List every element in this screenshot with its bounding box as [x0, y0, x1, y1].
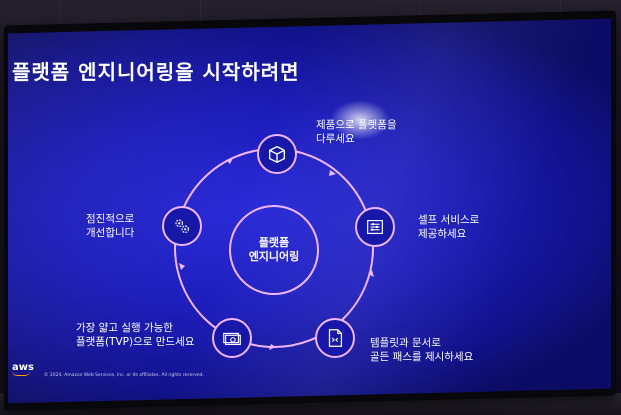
- step-node-sliders: [355, 207, 395, 247]
- center-circle: 플랫폼 엔지니어링: [229, 205, 319, 295]
- ring-arrow: [179, 263, 185, 270]
- step-label-4: 가장 얇고 실행 가능한 플랫폼(TVP)으로 만드세요: [76, 322, 195, 348]
- ring-arrow: [226, 158, 233, 164]
- slide-title: 플랫폼 엔지니어링을 시작하려면: [12, 60, 300, 84]
- step-node-package: [257, 134, 297, 174]
- document-icon: [328, 329, 343, 347]
- package-icon: [268, 145, 286, 164]
- gears-icon: [175, 219, 190, 234]
- ring-arrow: [368, 270, 374, 277]
- center-label-line2: 엔지니어링: [248, 250, 300, 263]
- aws-smile-icon: [12, 371, 30, 376]
- sliders-icon: [367, 219, 383, 235]
- step-node-gears: [162, 206, 202, 246]
- ring-arrow: [269, 344, 276, 350]
- step-label-5: 점진적으로 개선합니다: [86, 213, 135, 239]
- step-label-3: 템플릿과 문서로 골든 패스를 제시하세요: [370, 337, 474, 363]
- step-node-document: [315, 318, 355, 358]
- screen-glare: [330, 100, 390, 140]
- ring-arrow: [329, 170, 336, 176]
- step-node-money: [212, 318, 252, 358]
- center-label-line1: 플랫폼: [258, 236, 290, 249]
- step-label-2: 셀프 서비스로 제공하세요: [418, 214, 480, 240]
- copyright-text: © 2024, Amazon Web Services, Inc. or its…: [44, 373, 204, 378]
- aws-logo: aws: [12, 362, 34, 376]
- money-icon: [223, 332, 241, 346]
